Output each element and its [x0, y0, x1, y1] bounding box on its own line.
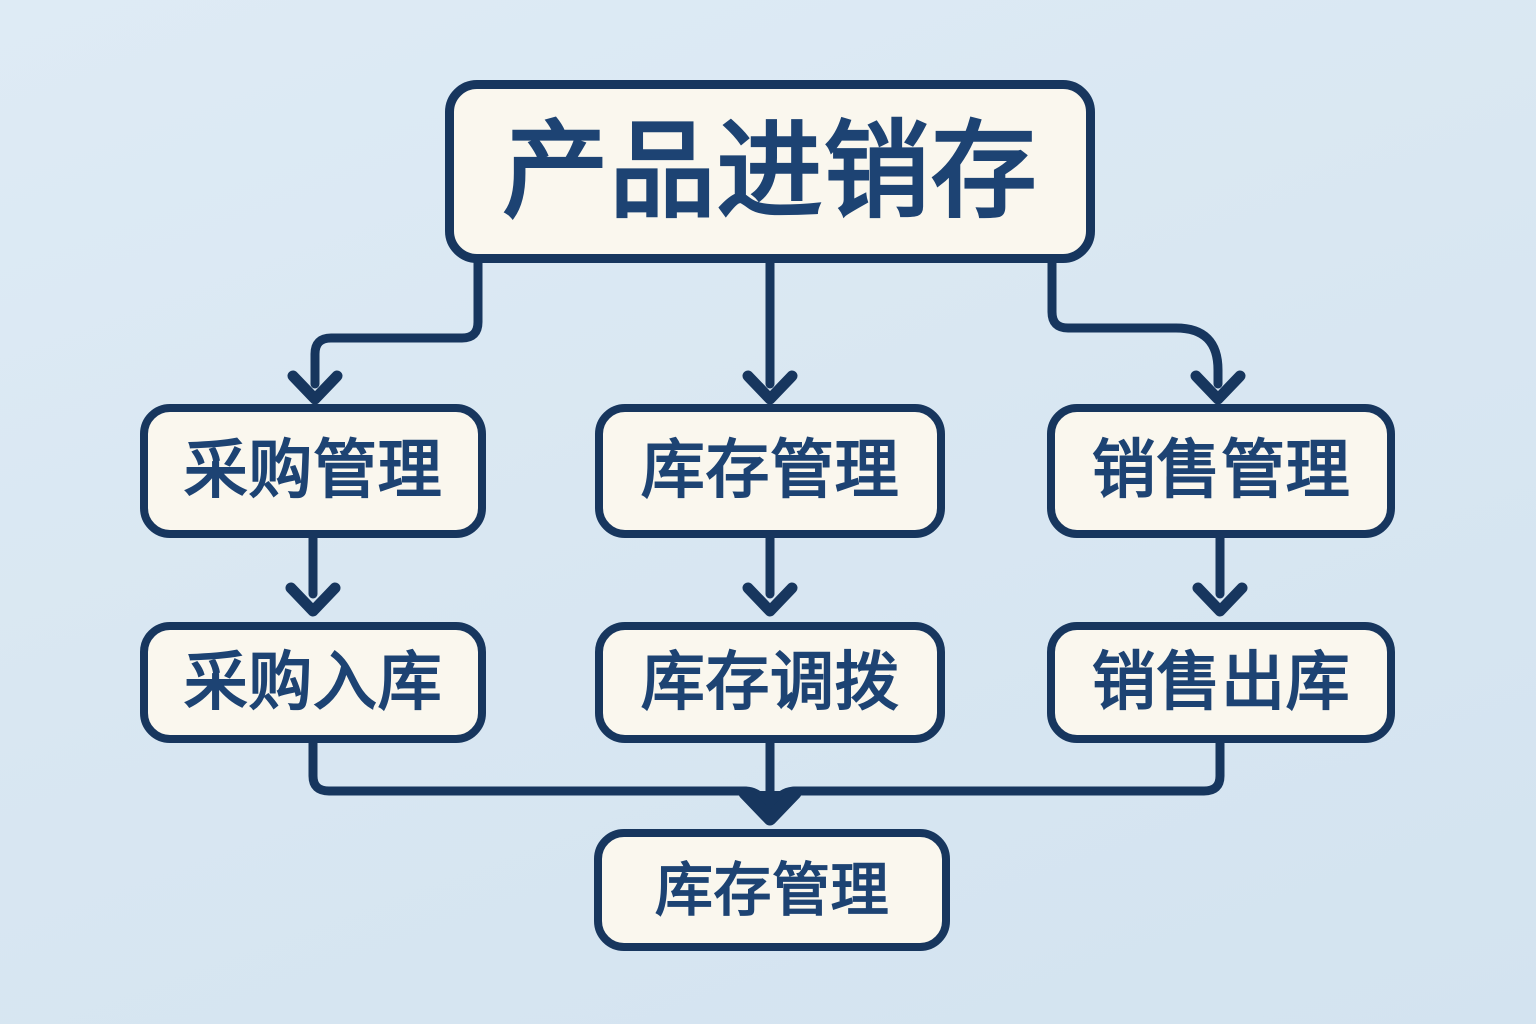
arrowhead-purchase-purchasein — [285, 582, 341, 617]
node-purchase-inbound: 采购入库 — [140, 622, 486, 743]
arrowhead-root-purchase — [287, 370, 343, 405]
edge-root-sales — [1047, 257, 1223, 389]
node-product-invoicing: 产品进销存 — [445, 80, 1095, 263]
edge-root-purchase — [310, 257, 483, 389]
edge-salesout-final — [771, 738, 1225, 806]
node-sales-outbound: 销售出库 — [1047, 622, 1395, 743]
node-inventory-management: 库存管理 — [595, 404, 945, 538]
arrowhead-merge-final — [746, 791, 794, 822]
arrowhead-merge-final-chevron — [738, 786, 802, 826]
arrowhead-root-sales — [1190, 370, 1246, 405]
node-inventory-management-final: 库存管理 — [594, 829, 950, 951]
node-sales-management: 销售管理 — [1047, 404, 1395, 538]
node-inventory-transfer: 库存调拨 — [595, 622, 945, 743]
arrowhead-sales-salesout — [1192, 582, 1248, 617]
node-purchase-management: 采购管理 — [140, 404, 486, 538]
arrowhead-root-inventory — [742, 370, 798, 405]
arrowhead-inventory-transfer — [742, 582, 798, 617]
edge-purchasein-final — [308, 738, 769, 806]
